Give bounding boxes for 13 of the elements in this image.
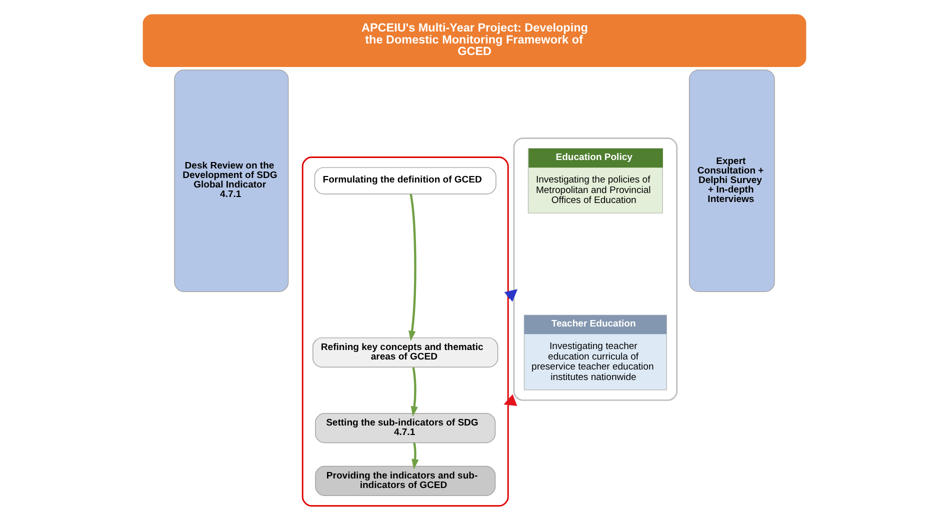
arrow xyxy=(410,367,418,417)
cluster xyxy=(301,156,508,507)
arrow xyxy=(411,442,418,470)
node-box: Refining key concepts and thematic areas of GCED xyxy=(312,337,498,368)
arrow xyxy=(504,289,518,302)
arrow xyxy=(408,194,416,342)
cluster xyxy=(512,137,678,401)
node-box: Formulating the definition of GCED xyxy=(314,167,496,194)
diagram-title: APCEIU's Multi-Year Project: Developing the Domestic Monitoring Framework of GCED xyxy=(360,22,588,58)
node-box: Setting the sub-indicators of SDG 4.7.1 xyxy=(314,413,496,444)
node-box: Desk Review on the Development of SDG Global Indicator 4.7.1 xyxy=(174,70,288,292)
node-box: Providing the indicators and sub-indicators of GCED xyxy=(314,466,496,496)
node-box: Expert Consultation + Delphi Survey + In-depth Interviews xyxy=(688,70,774,292)
